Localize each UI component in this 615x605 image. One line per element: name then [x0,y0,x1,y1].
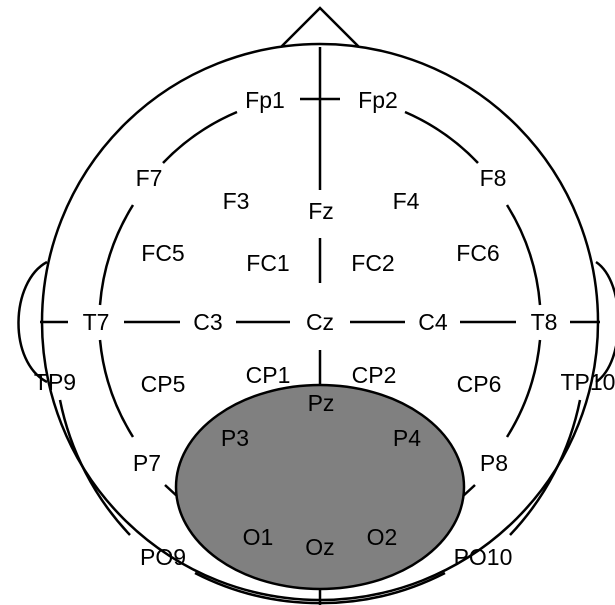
electrode-f7: F7 [136,165,163,191]
inner-ring-right-lower [505,339,542,438]
inner-ring-right-upper [505,204,542,306]
electrode-c3: C3 [193,309,222,335]
electrode-cp6: CP6 [457,371,502,397]
nose [280,6,360,48]
left-ear [17,260,48,384]
electrode-f3: F3 [223,188,250,214]
shaded-region [174,383,466,591]
electrode-fc1: FC1 [246,250,289,276]
inner-ring-left-upper [98,204,135,306]
electrode-p3: P3 [221,425,249,451]
electrode-cz: Cz [306,309,334,335]
electrode-fc5: FC5 [141,240,184,266]
outer-ring-right-lower [509,399,582,536]
electrode-f4: F4 [393,188,420,214]
electrode-tp10: TP10 [561,369,615,395]
electrode-o1: O1 [243,524,274,550]
electrode-po10: PO10 [454,544,513,570]
electrode-p8: P8 [480,450,508,476]
electrode-p7: P7 [133,450,161,476]
electrode-po9: PO9 [140,544,186,570]
electrode-cp2: CP2 [352,362,397,388]
electrode-t8: T8 [531,309,558,335]
inner-ring-top-right [404,110,479,164]
inner-ring-top-left [162,110,238,164]
electrode-tp9: TP9 [34,369,76,395]
electrode-fp1: Fp1 [245,87,285,113]
electrode-oz: Oz [305,534,334,560]
electrode-fp2: Fp2 [358,87,398,113]
electrode-fc6: FC6 [456,240,499,266]
electrode-p4: P4 [393,425,421,451]
electrode-f8: F8 [480,165,507,191]
electrode-t7: T7 [83,309,110,335]
inner-ring-left-lower [98,339,135,438]
electrode-pz: Pz [308,390,335,416]
electrode-cp5: CP5 [141,371,186,397]
electrode-fc2: FC2 [351,250,394,276]
electrode-cp1: CP1 [246,362,291,388]
outer-ring-left-lower [58,399,131,536]
electrode-o2: O2 [367,524,398,550]
right-ear [595,260,615,384]
electrode-c4: C4 [418,309,448,335]
electrode-fz: Fz [308,198,334,224]
